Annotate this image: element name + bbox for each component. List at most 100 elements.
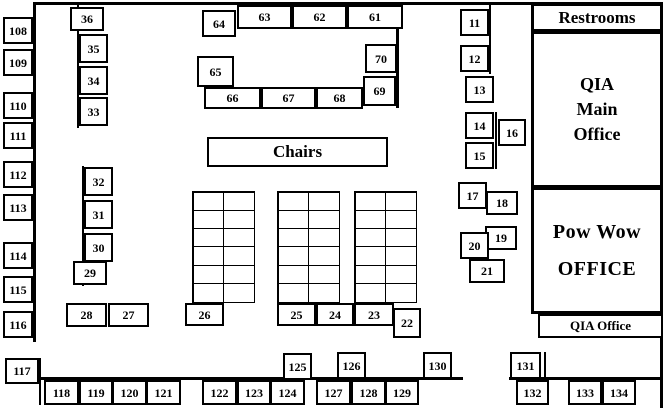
chair-cell (354, 283, 386, 303)
booth-122: 122 (202, 380, 237, 405)
booth-23: 23 (354, 303, 394, 326)
chair-cell (385, 264, 417, 285)
wall-right-strip-upper (489, 4, 491, 74)
room-qia-office: QIA Office (538, 314, 663, 338)
chair-cell (192, 228, 224, 248)
qia-office-label: QIA Office (569, 318, 631, 333)
chair-cell (385, 209, 417, 230)
booth-108: 108 (3, 17, 33, 44)
booth-25: 25 (277, 303, 316, 326)
chair-cell (277, 246, 309, 266)
chair-cell (308, 209, 340, 230)
chair-cell (192, 283, 224, 303)
booth-121: 121 (146, 380, 181, 405)
booth-14: 14 (465, 112, 494, 139)
booth-67: 67 (261, 87, 316, 109)
qia-main-office-line-1: QIA (579, 74, 614, 94)
booth-134: 134 (602, 380, 636, 405)
booth-17: 17 (458, 182, 487, 209)
chair-cell (223, 228, 255, 248)
booth-132: 132 (516, 380, 549, 405)
chair-grid-2 (277, 191, 340, 303)
qia-main-office-line-3: Office (573, 124, 621, 144)
booth-31: 31 (84, 200, 113, 229)
booth-111: 111 (3, 122, 33, 149)
wall-booths-32-29 (82, 166, 84, 286)
booth-113: 113 (3, 194, 33, 221)
booth-20: 20 (460, 232, 489, 259)
booth-35: 35 (79, 34, 108, 63)
wall-booth-131-stub (544, 352, 546, 405)
chair-cell (385, 246, 417, 266)
booth-66: 66 (204, 87, 261, 109)
chair-cell (223, 264, 255, 285)
booth-36: 36 (70, 7, 104, 31)
booth-123: 123 (237, 380, 271, 405)
booth-61: 61 (347, 5, 403, 29)
booth-62: 62 (292, 5, 347, 29)
booth-16: 16 (498, 119, 526, 146)
wall-top (33, 2, 663, 5)
booth-126: 126 (337, 352, 366, 379)
booth-117: 117 (5, 358, 39, 384)
booth-19: 19 (485, 226, 517, 250)
wall-left-inner (33, 2, 36, 342)
booth-65: 65 (197, 56, 234, 87)
chair-cell (385, 228, 417, 248)
chair-cell (308, 246, 340, 266)
chair-cell (192, 264, 224, 285)
booth-63: 63 (237, 5, 292, 29)
chair-cell (223, 209, 255, 230)
booth-69: 69 (363, 76, 396, 106)
wall-booth-117-stub (39, 358, 41, 405)
pow-wow-office-line-1: Pow Wow (552, 220, 642, 243)
wall-top-block-right (396, 27, 399, 108)
chair-cell (385, 191, 417, 211)
wall-bottom-shelf-left (41, 377, 463, 380)
booth-70: 70 (365, 44, 397, 73)
booth-118: 118 (44, 380, 79, 405)
booth-18: 18 (486, 191, 518, 215)
chair-cell (354, 264, 386, 285)
chair-cell (223, 283, 255, 303)
booth-11: 11 (460, 9, 489, 36)
booth-24: 24 (316, 303, 354, 326)
chairs-label-box: Chairs (207, 137, 388, 167)
booth-115: 115 (3, 276, 33, 303)
booth-128: 128 (351, 380, 386, 405)
chair-cell (277, 209, 309, 230)
chair-cell (354, 228, 386, 248)
booth-15: 15 (465, 142, 494, 169)
room-restrooms: Restrooms (531, 3, 663, 32)
chair-cell (354, 209, 386, 230)
booth-120: 120 (112, 380, 147, 405)
chair-cell (277, 283, 309, 303)
booth-22: 22 (393, 308, 421, 338)
qia-main-office-line-2: Main (576, 99, 618, 119)
chair-cell (308, 264, 340, 285)
chair-cell (354, 191, 386, 211)
booth-21: 21 (469, 259, 505, 283)
chair-grid-3 (354, 191, 417, 303)
chair-cell (385, 283, 417, 303)
booth-130: 130 (423, 352, 452, 379)
booth-28: 28 (66, 303, 107, 327)
chair-cell (192, 209, 224, 230)
chair-cell (277, 228, 309, 248)
chair-cell (354, 246, 386, 266)
chair-cell (277, 264, 309, 285)
booth-30: 30 (84, 233, 113, 262)
booth-110: 110 (3, 92, 33, 119)
chair-cell (223, 246, 255, 266)
booth-131: 131 (510, 352, 541, 379)
restrooms-label: Restrooms (558, 7, 636, 27)
booth-13: 13 (465, 76, 494, 103)
booth-12: 12 (460, 45, 489, 72)
booth-129: 129 (385, 380, 419, 405)
booth-112: 112 (3, 161, 33, 188)
booth-116: 116 (3, 311, 33, 338)
booth-29: 29 (73, 261, 107, 285)
booth-32: 32 (84, 167, 113, 196)
booth-125: 125 (283, 353, 312, 380)
